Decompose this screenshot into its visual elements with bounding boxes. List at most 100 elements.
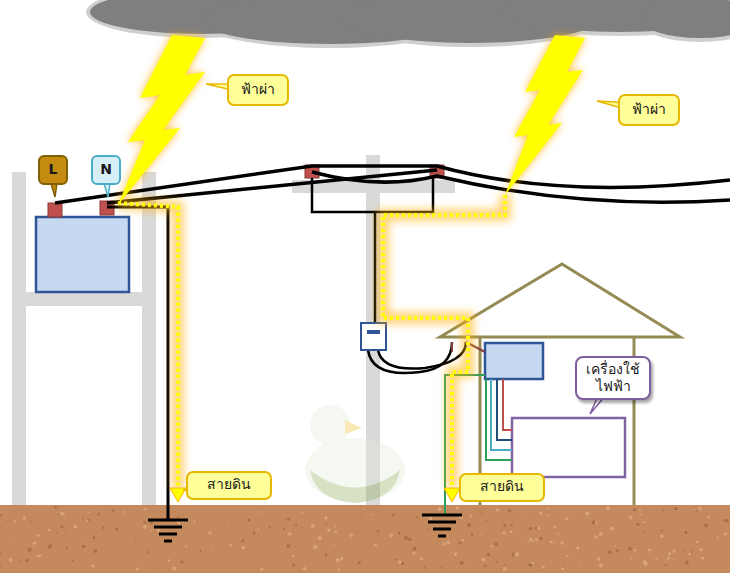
ground-grain (327, 529, 330, 532)
ground-grain (91, 564, 94, 567)
callout-text: สายดิน (480, 478, 524, 496)
ground-grain (61, 525, 64, 528)
ground-grain (688, 553, 691, 556)
ground-grain (535, 538, 538, 541)
ground-grain (537, 527, 540, 530)
callout-text: เครื่องใช้ ไฟฟ้า (582, 361, 644, 396)
ground-grain (454, 548, 455, 549)
ground-grain (201, 549, 203, 551)
ground-grain (639, 513, 641, 515)
ground-grain (451, 552, 453, 554)
ground-grain (360, 514, 361, 515)
ground-grain (655, 559, 657, 561)
ground-grain (684, 550, 686, 552)
ground-grain (311, 524, 315, 528)
ground-grain (143, 508, 146, 511)
ground-grain (595, 521, 597, 523)
ground-grain (699, 548, 702, 551)
ground-grain (555, 524, 556, 525)
ground-grain (510, 530, 513, 533)
ground-grain (471, 533, 474, 536)
ground-grain (253, 532, 256, 535)
ground-grain (557, 533, 559, 535)
ground-grain (510, 524, 512, 526)
ground-grain (177, 521, 180, 524)
ground-grain (462, 539, 465, 542)
distribution-pole (292, 155, 455, 505)
ground-grain (442, 542, 445, 545)
ground-symbol (422, 515, 462, 536)
ground-grain (231, 525, 232, 526)
ground-grain (363, 508, 365, 510)
ground-grain (147, 552, 149, 554)
ground-grain (597, 557, 600, 560)
ground-grain (86, 520, 88, 522)
ground-grain (404, 536, 408, 540)
ground-grain (643, 532, 645, 534)
ground-grain (0, 514, 2, 516)
ground-grain (177, 516, 179, 518)
ground-grain (408, 538, 411, 541)
callout-text: N (100, 161, 112, 179)
ground-grain (691, 551, 693, 553)
ground-grain (487, 553, 491, 557)
ground-grain (529, 538, 532, 541)
ground-grain (301, 527, 302, 528)
ground-grain (58, 513, 59, 514)
ground-grain (115, 527, 118, 530)
ground-grain (454, 552, 458, 556)
ground-grain (377, 530, 380, 533)
ground-grain (82, 545, 85, 548)
ground-grain (660, 534, 664, 538)
ground-grain (554, 542, 555, 543)
ground-grain (717, 537, 719, 539)
ground-grain (0, 565, 1, 567)
ground-grain (459, 542, 461, 544)
ground-grain (615, 546, 617, 548)
ground-grain (576, 547, 579, 550)
ground-grain (370, 514, 372, 516)
ground-symbol (148, 520, 188, 541)
ground-grain (37, 534, 40, 537)
ground-grain (566, 555, 568, 557)
ground-grain (515, 552, 519, 556)
ground-grain (420, 557, 423, 560)
ground-grain (59, 513, 60, 514)
ground-grain (698, 507, 701, 510)
ground-grain (340, 557, 343, 560)
ground-grain (482, 558, 486, 562)
ground-grain (185, 545, 187, 547)
ground-grain (172, 567, 176, 571)
ground-grain (561, 567, 564, 570)
ground-grain (286, 544, 290, 548)
lightning-callout: ฟ้าผ่า (618, 94, 680, 126)
ground-grain (594, 535, 597, 538)
ground-grain (284, 519, 285, 520)
callout-tail (47, 84, 649, 493)
ground-grain (338, 569, 340, 571)
ground-grain (628, 547, 632, 551)
ground-grain (9, 558, 13, 562)
ground-grain (247, 519, 250, 522)
ground-grain (724, 533, 727, 536)
ground-grain (260, 568, 263, 571)
ground-grain (349, 534, 352, 537)
house (440, 264, 680, 505)
ground-grain (484, 565, 487, 568)
ground-grain (547, 514, 549, 516)
ground-grain (491, 545, 493, 547)
ground-grain (629, 516, 633, 520)
ground-grain (72, 560, 74, 562)
callout-text: ฟ้าผ่า (241, 81, 275, 99)
ground-grain (661, 530, 663, 532)
ground-grain (606, 506, 610, 510)
ground-grain (56, 532, 58, 534)
ground-grain (539, 537, 542, 540)
ground-grain (724, 519, 727, 522)
ground-grain (10, 542, 11, 543)
watermark (305, 405, 405, 503)
ground-grain (511, 553, 514, 556)
ground-grain (394, 558, 396, 560)
ground-grain (539, 512, 542, 515)
